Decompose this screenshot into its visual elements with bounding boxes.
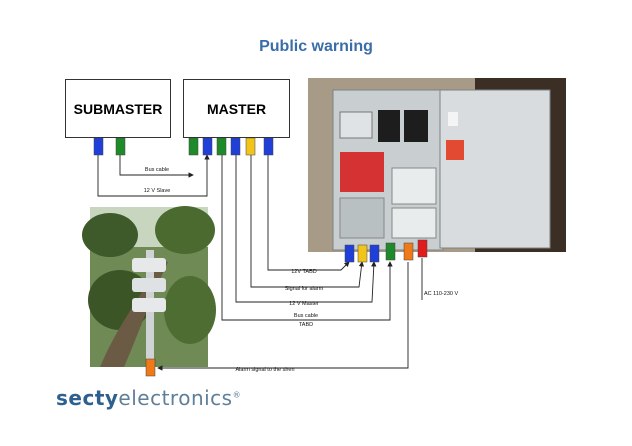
- wire-12v-tabd: [267, 155, 350, 271]
- connector-master-green-1: [188, 137, 199, 156]
- submaster-box: SUBMASTER: [65, 79, 171, 138]
- page-title: Public warning: [259, 38, 373, 55]
- wire-12v-slave: [97, 154, 210, 197]
- master-box: MASTER: [183, 79, 290, 138]
- connector-sub-blue: [93, 137, 104, 156]
- connector-master-yellow: [245, 137, 256, 156]
- label-alarm-siren: Alarm signal to the siren: [236, 367, 295, 373]
- label-signal-alarm: Signal for alarm: [285, 286, 324, 292]
- connector-cabinet-yellow: [357, 244, 368, 263]
- connector-cabinet-orange: [403, 242, 414, 261]
- label-12v-tabd: 12V TABD: [291, 269, 317, 275]
- label-bus-cable-tabd-2: TABD: [299, 322, 313, 328]
- connector-master-blue-1: [202, 137, 213, 156]
- connector-cabinet-green: [385, 242, 396, 261]
- wires: [97, 154, 423, 371]
- label-ac: AC 110-230 V: [424, 291, 458, 297]
- logo-registered: ®: [232, 390, 242, 400]
- label-bus-cable-tabd-1: Bus cable: [294, 313, 318, 319]
- connector-cabinet-red: [417, 239, 428, 258]
- wire-alarm-siren: [157, 262, 409, 371]
- wire-signal-alarm: [250, 155, 365, 288]
- connector-master-blue-3: [263, 137, 274, 156]
- connector-master-blue-2: [230, 137, 241, 156]
- connector-cabinet-blue-1: [344, 244, 355, 263]
- connector-siren-orange: [145, 358, 156, 377]
- label-12v-master: 12 V Master: [289, 301, 319, 307]
- wire-bus-cable-tabd: [221, 155, 393, 321]
- label-bus-cable: Bus cable: [145, 167, 169, 173]
- logo-part-1: secty: [56, 386, 119, 410]
- logo-part-2: electronics: [118, 386, 233, 410]
- connector-master-green-2: [216, 137, 227, 156]
- label-12v-slave: 12 V Slave: [144, 188, 171, 194]
- company-logo: sectyelectronics®: [56, 386, 241, 410]
- wire-bus-cable-sub: [119, 155, 194, 178]
- connector-cabinet-blue-2: [369, 244, 380, 263]
- connectors: [93, 137, 428, 377]
- wire-12v-master: [235, 155, 377, 303]
- siren-photo: [82, 206, 216, 367]
- connector-sub-green: [115, 137, 126, 156]
- cabinet-photo: [308, 78, 566, 252]
